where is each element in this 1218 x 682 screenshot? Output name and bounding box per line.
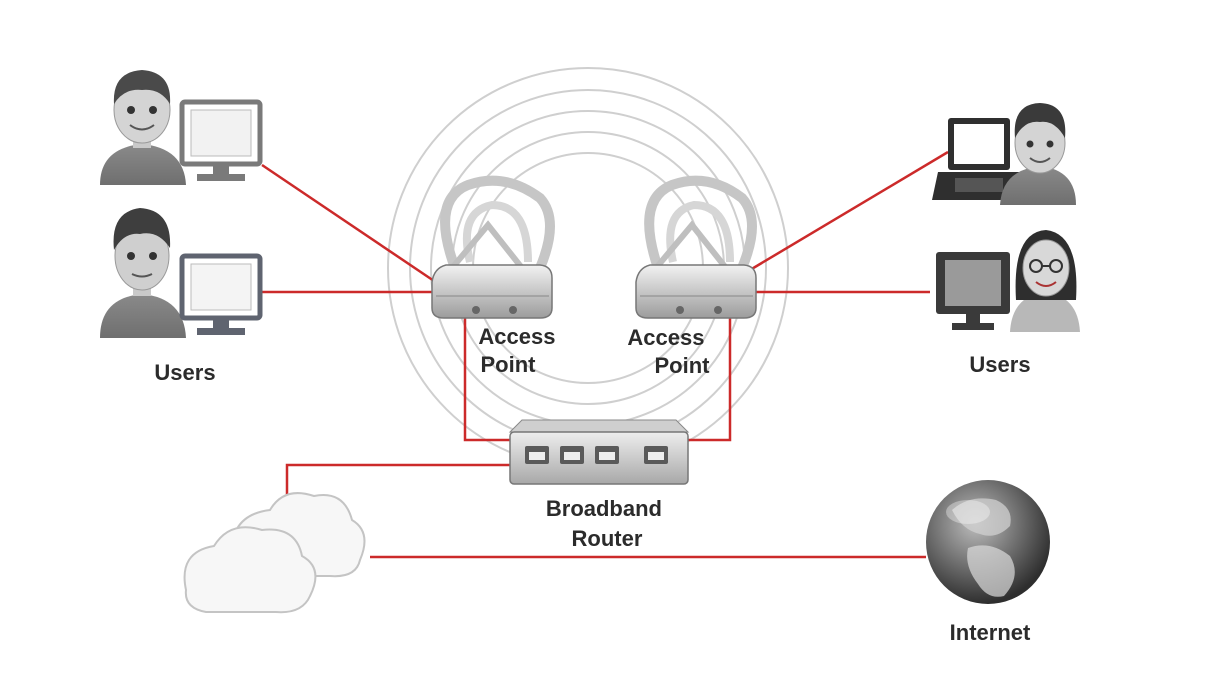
ap-left-label-line1: Access (478, 324, 555, 349)
link-ap-right-to-router (687, 312, 732, 442)
ap-right-label-line1: Access (627, 325, 704, 350)
internet-label: Internet (950, 620, 1031, 645)
network-links (261, 150, 949, 559)
users-label-left: Users (154, 360, 215, 385)
router-ports (525, 446, 668, 464)
link-user1-to-ap-left (261, 163, 441, 287)
ap-right-label: Access Point (627, 325, 710, 378)
user-with-desktop-icon (100, 208, 263, 338)
router-label: Broadband Router (546, 496, 668, 551)
link-laptop-user-to-ap-right (749, 150, 949, 272)
globe-icon (926, 480, 1050, 604)
access-point-icon (431, 175, 555, 319)
ap-left-label: Access Point (478, 324, 561, 377)
access-point-icon (635, 175, 757, 319)
cloud-icon (183, 492, 366, 614)
user-with-desktop-icon (936, 230, 1080, 332)
users-label-right: Users (969, 352, 1030, 377)
router-label-line1: Broadband (546, 496, 662, 521)
link-ap-left-to-router (463, 312, 512, 442)
broadband-router-icon (508, 419, 690, 485)
ap-left-label-line2: Point (481, 352, 537, 377)
ap-right-label-line2: Point (655, 353, 711, 378)
router-label-line2: Router (572, 526, 643, 551)
link-router-to-cloud (285, 463, 512, 505)
user-with-desktop-icon (100, 70, 263, 185)
user-with-laptop-icon (932, 103, 1076, 205)
